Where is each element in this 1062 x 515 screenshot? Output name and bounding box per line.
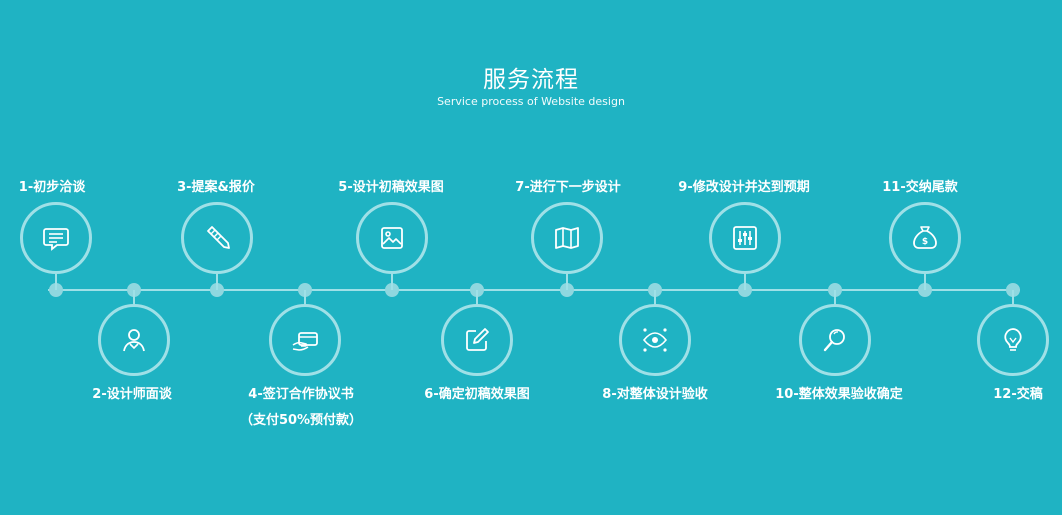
step-connector	[216, 274, 218, 290]
step-circle-3[interactable]	[181, 202, 253, 274]
timeline-dot	[918, 283, 932, 297]
step-connector	[1012, 290, 1014, 306]
step-circle-11[interactable]: $	[889, 202, 961, 274]
step-circle-7[interactable]	[531, 202, 603, 274]
page-subtitle: Service process of Website design	[437, 95, 625, 108]
step-connector	[834, 290, 836, 306]
chat-bubble-icon	[43, 228, 69, 251]
step-circle-10[interactable]	[799, 304, 871, 376]
step-circle-9[interactable]	[709, 202, 781, 274]
image-icon	[381, 227, 403, 249]
timeline-dot	[738, 283, 752, 297]
step-circle-12[interactable]	[977, 304, 1049, 376]
timeline-dot	[49, 283, 63, 297]
user-icon	[123, 329, 145, 352]
eye-network-icon	[642, 328, 668, 352]
step-circle-2[interactable]	[98, 304, 170, 376]
step-label-12: 12-交稿	[993, 387, 1043, 402]
step-connector	[566, 274, 568, 290]
step-connector	[55, 274, 57, 290]
timeline-dot	[385, 283, 399, 297]
step-label-1: 1-初步洽谈	[18, 180, 86, 195]
step-connector	[924, 274, 926, 290]
step-connector	[476, 290, 478, 306]
step-circle-6[interactable]	[441, 304, 513, 376]
pencil-icon	[207, 226, 230, 249]
step-label-5: 5-设计初稿效果图	[338, 180, 444, 195]
step-label-6: 6-确定初稿效果图	[424, 387, 530, 402]
step-label-2: 2-设计师面谈	[92, 387, 172, 402]
timeline-dot	[210, 283, 224, 297]
money-bag-icon: $	[913, 226, 937, 249]
step-circle-4[interactable]	[269, 304, 341, 376]
step-label-10: 10-整体效果验收确定	[775, 387, 903, 402]
timeline-dot	[560, 283, 574, 297]
step-connector	[391, 274, 393, 290]
timeline-line	[48, 289, 1020, 291]
magnifier-icon	[823, 329, 845, 352]
step-circle-1[interactable]	[20, 202, 92, 274]
page-title: 服务流程	[483, 67, 579, 93]
step-label-8: 8-对整体设计验收	[602, 387, 708, 402]
sliders-icon	[733, 226, 757, 250]
step-label-3: 3-提案&报价	[177, 180, 255, 195]
step-connector	[654, 290, 656, 306]
map-icon	[555, 227, 579, 249]
step-note-4: （支付50%预付款）	[239, 413, 363, 428]
step-circle-5[interactable]	[356, 202, 428, 274]
step-connector	[744, 274, 746, 290]
card-hand-icon	[292, 332, 318, 351]
step-label-4: 4-签订合作协议书	[248, 387, 354, 402]
step-label-11: 11-交纳尾款	[882, 180, 958, 195]
step-label-9: 9-修改设计并达到预期	[678, 180, 810, 195]
step-connector	[133, 290, 135, 306]
lightbulb-icon	[1004, 328, 1022, 351]
step-circle-8[interactable]	[619, 304, 691, 376]
edit-icon	[466, 328, 489, 351]
svg-text:$: $	[922, 237, 928, 247]
step-label-7: 7-进行下一步设计	[515, 180, 621, 195]
step-connector	[304, 290, 306, 306]
